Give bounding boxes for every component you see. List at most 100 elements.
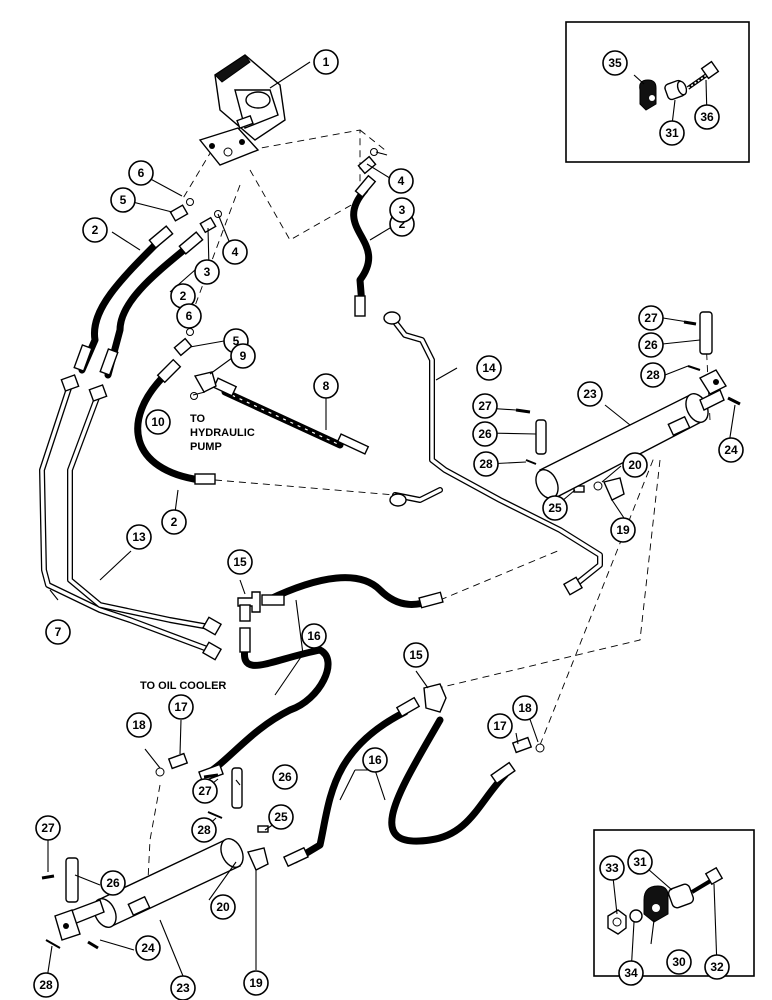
callout-26: 26 xyxy=(638,332,664,358)
callout-circle xyxy=(388,168,414,194)
label-to-hydraulic-pump-2: HYDRAULIC xyxy=(190,427,255,439)
callout-13: 13 xyxy=(126,524,152,550)
callout-number: 2 xyxy=(180,289,187,303)
callout-number: 28 xyxy=(39,978,53,992)
callout-circle xyxy=(33,972,59,998)
callout-number: 27 xyxy=(41,821,55,835)
callout-circle xyxy=(128,160,154,186)
callout-1: 1 xyxy=(313,49,339,75)
cylinder-left xyxy=(54,838,244,950)
callout-7: 7 xyxy=(45,619,71,645)
callout-28: 28 xyxy=(473,451,499,477)
callout-number: 2 xyxy=(92,223,99,237)
callout-circle xyxy=(210,894,236,920)
callout-number: 28 xyxy=(479,457,493,471)
callout-number: 4 xyxy=(232,245,239,259)
callout-number: 4 xyxy=(398,174,405,188)
callout-30: 30 xyxy=(666,949,692,975)
callout-number: 32 xyxy=(710,960,724,974)
callout-number: 33 xyxy=(605,861,619,875)
callout-circle xyxy=(659,120,685,146)
callout-number: 24 xyxy=(724,443,738,457)
callout-25: 25 xyxy=(268,804,294,830)
callout-circle xyxy=(35,815,61,841)
callout-circle xyxy=(472,393,498,419)
callout-circle xyxy=(243,970,269,996)
callout-number: 26 xyxy=(278,770,292,784)
label-to-oil-cooler: TO OIL COOLER xyxy=(140,680,226,692)
callout-number: 20 xyxy=(216,900,230,914)
callout-circle xyxy=(666,949,692,975)
callout-circle xyxy=(191,817,217,843)
callout-3: 3 xyxy=(389,197,415,223)
callout-33: 33 xyxy=(599,855,625,881)
callout-number: 34 xyxy=(624,966,638,980)
callout-number: 14 xyxy=(482,361,496,375)
callout-circle xyxy=(230,343,256,369)
callout-number: 18 xyxy=(518,701,532,715)
callout-number: 35 xyxy=(608,56,622,70)
callout-number: 30 xyxy=(672,955,686,969)
inset-bottom-right xyxy=(593,829,755,977)
callout-25: 25 xyxy=(542,495,568,521)
callout-4: 4 xyxy=(388,168,414,194)
callout-circle xyxy=(313,49,339,75)
callout-27: 27 xyxy=(472,393,498,419)
callout-26: 26 xyxy=(272,764,298,790)
callout-24: 24 xyxy=(718,437,744,463)
callout-27: 27 xyxy=(192,778,218,804)
callout-number: 25 xyxy=(274,810,288,824)
callout-4: 4 xyxy=(222,239,248,265)
callout-28: 28 xyxy=(191,817,217,843)
callouts: 1 2 2 2 2 3 3 4 4 5 5 6 6 7 8 9 10 13 14… xyxy=(33,49,744,1000)
callout-circle xyxy=(301,623,327,649)
callout-number: 5 xyxy=(233,334,240,348)
callout-5: 5 xyxy=(110,187,136,213)
callout-number: 36 xyxy=(700,110,714,124)
callout-circle xyxy=(487,713,513,739)
callout-number: 28 xyxy=(646,368,660,382)
callout-number: 26 xyxy=(644,338,658,352)
callout-number: 2 xyxy=(171,515,178,529)
callout-number: 23 xyxy=(583,387,597,401)
callout-15: 15 xyxy=(403,642,429,668)
callout-circle xyxy=(227,549,253,575)
callout-28: 28 xyxy=(33,972,59,998)
callout-number: 3 xyxy=(399,203,406,217)
callout-number: 15 xyxy=(409,648,423,662)
callout-circle xyxy=(542,495,568,521)
callout-32: 32 xyxy=(704,954,730,980)
callout-number: 9 xyxy=(240,349,247,363)
callout-number: 16 xyxy=(307,629,321,643)
callout-26: 26 xyxy=(472,421,498,447)
label-to-hydraulic-pump-1: TO xyxy=(190,413,206,425)
callout-number: 31 xyxy=(633,855,647,869)
callout-number: 17 xyxy=(493,719,507,733)
callout-number: 10 xyxy=(151,415,165,429)
callout-number: 5 xyxy=(120,193,127,207)
label-to-hydraulic-pump-3: PUMP xyxy=(190,441,222,453)
callout-16: 16 xyxy=(301,623,327,649)
callout-23: 23 xyxy=(577,381,603,407)
callout-number: 7 xyxy=(55,625,62,639)
callout-circle xyxy=(313,373,339,399)
callout-circle xyxy=(268,804,294,830)
callout-circle xyxy=(403,642,429,668)
callout-circle xyxy=(638,332,664,358)
inset-top-right xyxy=(565,21,750,163)
callout-circle xyxy=(161,509,187,535)
callout-number: 17 xyxy=(174,700,188,714)
callout-number: 16 xyxy=(368,753,382,767)
callout-number: 13 xyxy=(132,530,146,544)
callout-circle xyxy=(610,517,636,543)
callout-circle xyxy=(110,187,136,213)
callout-3: 3 xyxy=(194,259,220,285)
callout-2: 2 xyxy=(161,509,187,535)
callout-20: 20 xyxy=(210,894,236,920)
callout-circle xyxy=(472,421,498,447)
callout-31: 31 xyxy=(659,120,685,146)
callout-number: 19 xyxy=(249,976,263,990)
callout-circle xyxy=(222,239,248,265)
callout-36: 36 xyxy=(694,104,720,130)
callout-6: 6 xyxy=(128,160,154,186)
